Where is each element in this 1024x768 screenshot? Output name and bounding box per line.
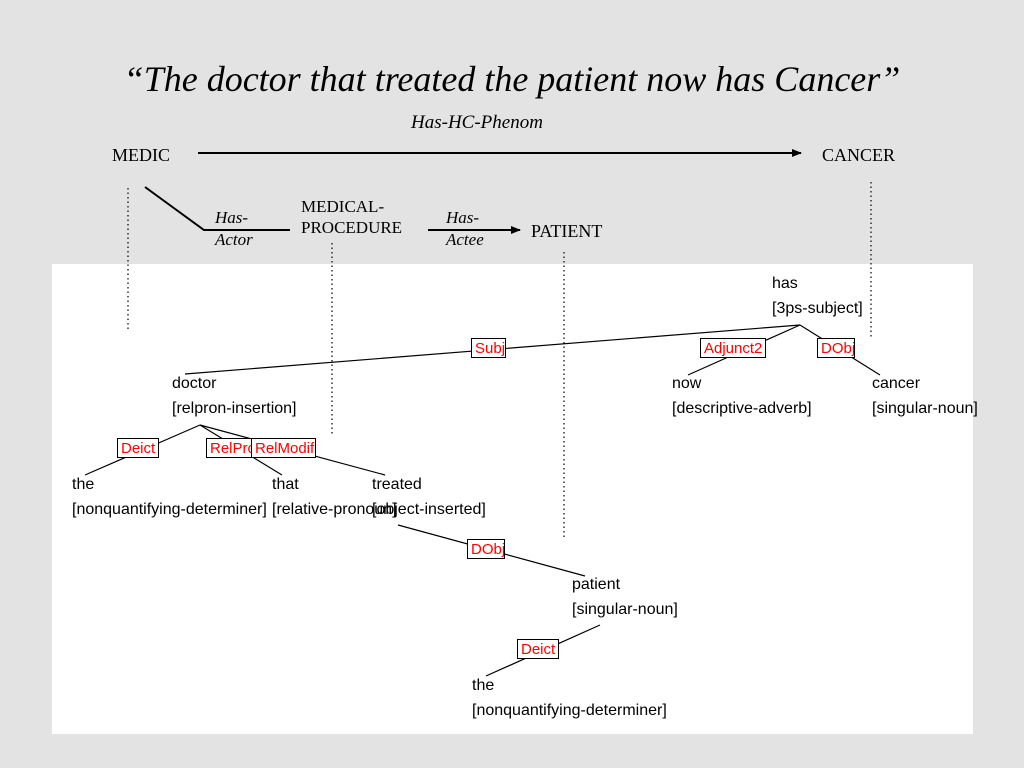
node-the: the [nonquantifying-determiner] — [72, 472, 267, 522]
relation-has-actee-line1: Has- — [446, 208, 480, 227]
relation-has-actor-line2: Actor — [215, 230, 253, 249]
node-cancer: cancer [singular-noun] — [872, 371, 978, 421]
node-patient-feature: [singular-noun] — [572, 601, 678, 618]
relation-has-actor-line1: Has- — [215, 208, 249, 227]
node-now: now [descriptive-adverb] — [672, 371, 812, 421]
edge-label-relmodif: RelModif — [251, 438, 316, 458]
concept-patient: PATIENT — [531, 221, 603, 241]
slide-title: “The doctor that treated the patient now… — [123, 59, 901, 99]
edge-label-deict: Deict — [117, 438, 159, 458]
node-that-word: that — [272, 476, 299, 493]
edge-has-actor — [144, 186, 290, 231]
node-patient: patient [singular-noun] — [572, 572, 678, 622]
node-doctor: doctor [relpron-insertion] — [172, 371, 297, 421]
concept-medic: MEDIC — [112, 145, 170, 165]
edge-label-adjunct2: Adjunct2 — [700, 338, 766, 358]
node-that-feature: [relative-pronoun] — [272, 501, 397, 518]
concept-medical-procedure-line2: PROCEDURE — [301, 218, 403, 237]
node-treated-word: treated — [372, 476, 422, 493]
node-has-feature: [3ps-subject] — [772, 300, 863, 317]
edge-label-subj: Subj — [471, 338, 506, 358]
node-the-2-feature: [nonquantifying-determiner] — [472, 702, 667, 719]
edge-label-relpro: RelPro — [206, 438, 254, 458]
node-patient-word: patient — [572, 576, 621, 593]
node-now-word: now — [672, 375, 702, 392]
relation-has-hc-phenom: Has-HC-Phenom — [411, 112, 543, 133]
concept-medical-procedure-line1: MEDICAL- — [301, 197, 385, 216]
node-doctor-feature: [relpron-insertion] — [172, 400, 297, 417]
relation-has-actee-line2: Actee — [446, 230, 484, 249]
concept-cancer: CANCER — [822, 145, 896, 165]
edge-label-dobj: DObj — [817, 338, 855, 358]
node-has-word: has — [772, 275, 798, 292]
node-has: has [3ps-subject] — [772, 271, 863, 321]
edge-label-dobj-2: DObj — [467, 539, 505, 559]
node-the-2-word: the — [472, 677, 495, 694]
node-cancer-feature: [singular-noun] — [872, 400, 978, 417]
node-that: that [relative-pronoun] — [272, 472, 397, 522]
node-treated-feature: [object-inserted] — [372, 501, 486, 518]
node-cancer-word: cancer — [872, 375, 921, 392]
relation-has-actor: Has- Actor — [215, 207, 253, 251]
edge-label-deict-2: Deict — [517, 639, 559, 659]
node-now-feature: [descriptive-adverb] — [672, 400, 812, 417]
node-treated: treated [object-inserted] — [372, 472, 486, 522]
node-the-word: the — [72, 476, 95, 493]
node-the-2: the [nonquantifying-determiner] — [472, 673, 667, 723]
node-doctor-word: doctor — [172, 375, 217, 392]
relation-has-actee: Has- Actee — [446, 207, 484, 251]
node-the-feature: [nonquantifying-determiner] — [72, 501, 267, 518]
concept-medical-procedure: MEDICAL- PROCEDURE — [301, 196, 402, 238]
